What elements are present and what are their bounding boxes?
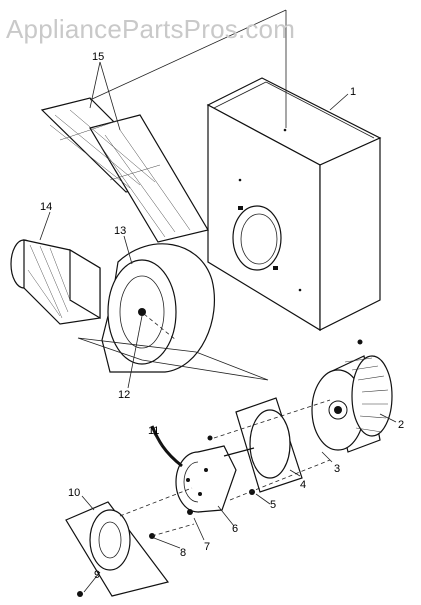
callout-3: 3 (334, 463, 340, 475)
callout-2: 2 (398, 419, 404, 431)
watermark-text: AppliancePartsPros.com (6, 14, 296, 44)
callout-5: 5 (270, 499, 276, 511)
callout-9: 9 (94, 569, 100, 581)
assembly-axis-lines (119, 313, 331, 537)
base-plate-outline (77, 337, 269, 381)
callout-7: 7 (204, 541, 210, 553)
part-blower-wheel (311, 355, 393, 453)
callout-4: 4 (300, 479, 306, 491)
part-blower-housing (101, 243, 216, 373)
callout-15: 15 (92, 51, 104, 63)
part-wire-lead (150, 425, 183, 468)
callout-1: 1 (350, 86, 356, 98)
callout-10: 10 (68, 487, 80, 499)
callout-6: 6 (232, 523, 238, 535)
callout-11: 11 (148, 425, 159, 437)
part-motor (175, 445, 255, 513)
part-transition-duct (10, 239, 101, 325)
leader-lines (39, 61, 397, 593)
part-mounting-plate (65, 501, 170, 597)
callout-12: 12 (118, 389, 130, 401)
callout-8: 8 (180, 547, 186, 559)
part-fasteners (77, 339, 363, 597)
callout-14: 14 (40, 201, 52, 213)
part-housing-box (206, 77, 382, 332)
part-filter-panels (40, 97, 209, 243)
part-gasket-ring (235, 397, 303, 493)
callout-13: 13 (114, 225, 126, 237)
